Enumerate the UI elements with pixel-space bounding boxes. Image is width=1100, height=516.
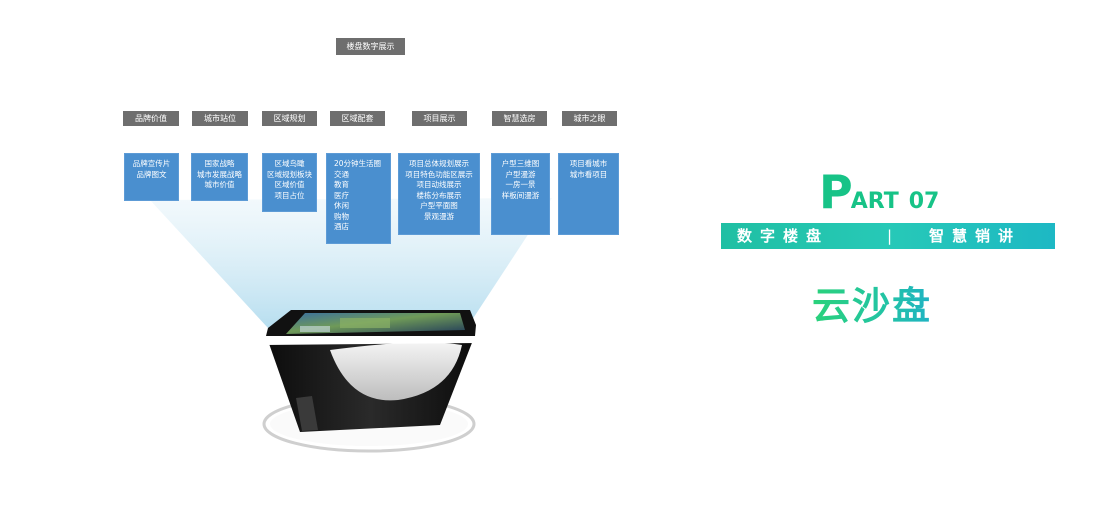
list-item: 区域价值 bbox=[274, 180, 305, 189]
list-item: 城市发展战略 bbox=[197, 169, 242, 179]
category-city-position: 城市站位 bbox=[192, 111, 248, 126]
list-item: 户型三维图 bbox=[501, 159, 540, 168]
category-city-eye: 城市之眼 bbox=[562, 111, 617, 126]
list-item: 项目总体规划展示 bbox=[409, 159, 469, 168]
category-smart-selection: 智慧选房 bbox=[492, 111, 547, 126]
detail-box-smart-selection: 户型三维图 户型漫游 一房一景 样板间漫游 bbox=[491, 153, 550, 235]
list-item: 交通 bbox=[334, 169, 349, 179]
detail-box-city-eye: 项目看城市 城市看项目 bbox=[558, 153, 619, 235]
list-item: 区域鸟瞰 bbox=[274, 159, 305, 168]
list-item: 户型平面图 bbox=[420, 201, 458, 210]
list-item: 教育 bbox=[334, 180, 349, 189]
list-item: 区域规划板块 bbox=[267, 169, 312, 179]
touch-table bbox=[264, 310, 478, 432]
category-project-display: 项目展示 bbox=[412, 111, 467, 126]
detail-box-regional-facilities: 20分钟生活圈 交通 教育 医疗 休闲 购物 酒店 bbox=[326, 153, 391, 244]
banner-separator: | bbox=[887, 227, 893, 245]
list-item: 项目看城市 bbox=[569, 159, 608, 168]
banner-right-text: 智慧销讲 bbox=[929, 227, 1022, 245]
banner-left-text: 数字楼盘 bbox=[737, 227, 830, 245]
list-item: 项目占位 bbox=[274, 190, 305, 200]
category-regional-planning: 区域规划 bbox=[262, 111, 317, 126]
list-item: 国家战略 bbox=[204, 159, 235, 168]
list-item: 楼栋分布展示 bbox=[416, 190, 462, 200]
part-number: 07 bbox=[908, 189, 940, 214]
detail-box-regional-planning: 区域鸟瞰 区域规划板块 区域价值 项目占位 bbox=[262, 153, 317, 212]
list-item: 20分钟生活圈 bbox=[334, 159, 382, 168]
product-title: 云沙盘 bbox=[812, 275, 962, 330]
part-letter: P bbox=[819, 165, 853, 219]
list-item: 一房一景 bbox=[505, 180, 536, 189]
category-brand-value: 品牌价值 bbox=[123, 111, 179, 126]
list-item: 酒店 bbox=[334, 222, 349, 231]
detail-box-city-position: 国家战略 城市发展战略 城市价值 bbox=[191, 153, 248, 201]
part-word: ART bbox=[850, 189, 899, 214]
detail-box-project-display: 项目总体规划展示 项目特色功能区展示 项目动线展示 楼栋分布展示 户型平面图 景… bbox=[398, 153, 480, 235]
list-item: 城市价值 bbox=[204, 180, 235, 189]
list-item: 购物 bbox=[334, 211, 349, 221]
list-item: 项目特色功能区展示 bbox=[405, 169, 473, 179]
detail-box-brand-value: 品牌宣传片 品牌图文 bbox=[124, 153, 179, 201]
root-node: 楼盘数字展示 bbox=[336, 38, 405, 55]
part-heading: PART 07 bbox=[819, 165, 939, 219]
list-item: 项目动线展示 bbox=[416, 180, 462, 189]
list-item: 样板间漫游 bbox=[501, 190, 540, 200]
list-item: 品牌图文 bbox=[136, 169, 167, 179]
list-item: 休闲 bbox=[334, 201, 349, 210]
section-banner: 数字楼盘 | 智慧销讲 bbox=[721, 223, 1055, 249]
category-regional-facilities: 区域配套 bbox=[330, 111, 385, 126]
list-item: 医疗 bbox=[334, 190, 349, 200]
list-item: 景观漫游 bbox=[424, 211, 454, 221]
list-item: 品牌宣传片 bbox=[132, 159, 171, 168]
list-item: 城市看项目 bbox=[569, 169, 608, 179]
list-item: 户型漫游 bbox=[505, 169, 536, 179]
